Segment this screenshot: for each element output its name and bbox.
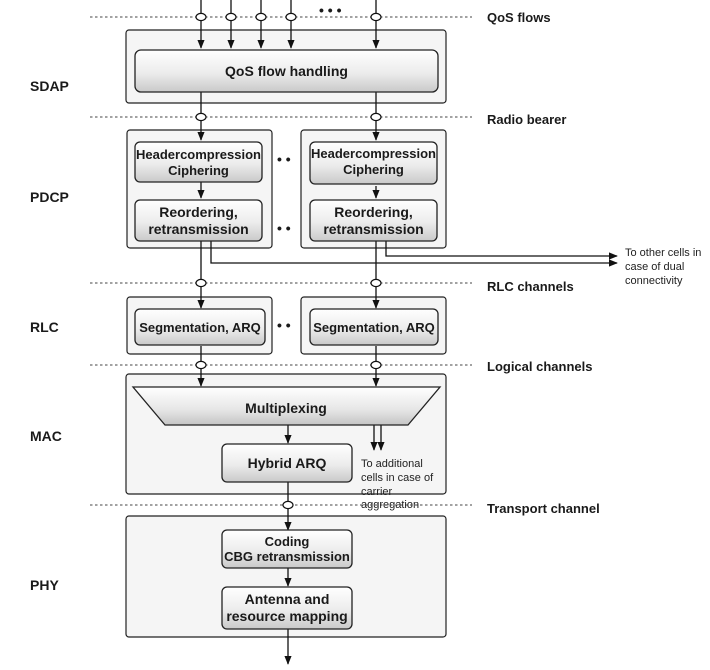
reordering-right-line2: retransmission <box>323 221 423 237</box>
reordering-block-right <box>309 199 438 242</box>
header-compression-block-left <box>134 141 263 183</box>
coding-line1: Coding <box>265 534 310 549</box>
segmentation-right-label: Segmentation, ARQ <box>313 320 435 335</box>
phy-layer-label: PHY <box>30 577 59 593</box>
segmentation-left-label: Segmentation, ARQ <box>139 320 261 335</box>
pdcp-layer-label: PDCP <box>30 189 69 205</box>
transport-channel-label: Transport channel <box>487 501 600 516</box>
dual-connectivity-line-2 <box>385 240 618 260</box>
antenna-line1: Antenna and <box>245 591 330 607</box>
phy-container <box>125 515 447 638</box>
pdcp-bottom-ellipsis: • • <box>277 220 291 236</box>
radio-bearer-label: Radio bearer <box>487 112 566 127</box>
reordering-left-line1: Reordering, <box>159 204 238 220</box>
pdcp-top-ellipsis: • • <box>277 151 291 167</box>
segmentation-block-left <box>134 308 266 346</box>
carrier-aggregation-note-line4: aggregation <box>361 499 419 511</box>
hybrid-arq-block <box>221 443 353 483</box>
header-compression-right-line1: Headercompression <box>311 146 436 161</box>
logical-channel-oval-right <box>370 360 382 370</box>
reordering-block-left <box>134 199 263 242</box>
rlc-channels-label: RLC channels <box>487 279 574 294</box>
dual-connectivity-note-line1: To other cells in <box>625 247 701 259</box>
header-compression-left-line1: Headercompression <box>136 147 261 162</box>
mac-layer-label: MAC <box>30 428 62 444</box>
rlc-ellipsis: • • <box>277 317 291 333</box>
qos-flow-handling-block <box>134 49 439 93</box>
qos-flow-handling-label: QoS flow handling <box>225 63 348 79</box>
dual-connectivity-line-1 <box>210 240 618 267</box>
coding-line2: CBG retransmission <box>224 549 350 564</box>
radio-bearer-oval-right <box>370 112 382 122</box>
segmentation-block-right <box>309 308 439 346</box>
header-compression-right-line2: Ciphering <box>343 162 404 177</box>
rlc-channel-oval-left <box>195 278 207 288</box>
coding-block <box>221 529 353 569</box>
transport-channel-oval <box>282 500 294 510</box>
multiplexing-block <box>131 386 442 426</box>
qos-flow-oval-4 <box>285 12 297 22</box>
radio-bearer-oval-left <box>195 112 207 122</box>
logical-channel-oval-left <box>195 360 207 370</box>
qos-flow-oval-5 <box>370 12 382 22</box>
qos-flows-ellipsis: • • • <box>319 2 342 18</box>
logical-channels-label: Logical channels <box>487 359 592 374</box>
carrier-aggregation-note-line2: cells in case of <box>361 472 434 484</box>
qos-flow-oval-1 <box>195 12 207 22</box>
carrier-aggregation-note-line3: carrier <box>361 486 393 498</box>
header-compression-left-line2: Ciphering <box>168 163 229 178</box>
qos-flow-oval-3 <box>255 12 267 22</box>
carrier-aggregation-note-line1: To additional <box>361 458 423 470</box>
hybrid-arq-label: Hybrid ARQ <box>248 455 327 471</box>
dual-connectivity-note-line2: case of dual <box>625 261 684 273</box>
qos-flows-label: QoS flows <box>487 10 551 25</box>
antenna-mapping-block <box>221 586 353 630</box>
antenna-line2: resource mapping <box>226 608 347 624</box>
dual-connectivity-note-line3: connectivity <box>625 275 683 287</box>
reordering-left-line2: retransmission <box>148 221 248 237</box>
rlc-layer-label: RLC <box>30 319 59 335</box>
sdap-layer-label: SDAP <box>30 78 69 94</box>
rlc-channel-oval-right <box>370 278 382 288</box>
multiplexing-label: Multiplexing <box>245 400 327 416</box>
qos-flow-oval-2 <box>225 12 237 22</box>
header-compression-block-right <box>309 141 438 185</box>
reordering-right-line1: Reordering, <box>334 204 413 220</box>
